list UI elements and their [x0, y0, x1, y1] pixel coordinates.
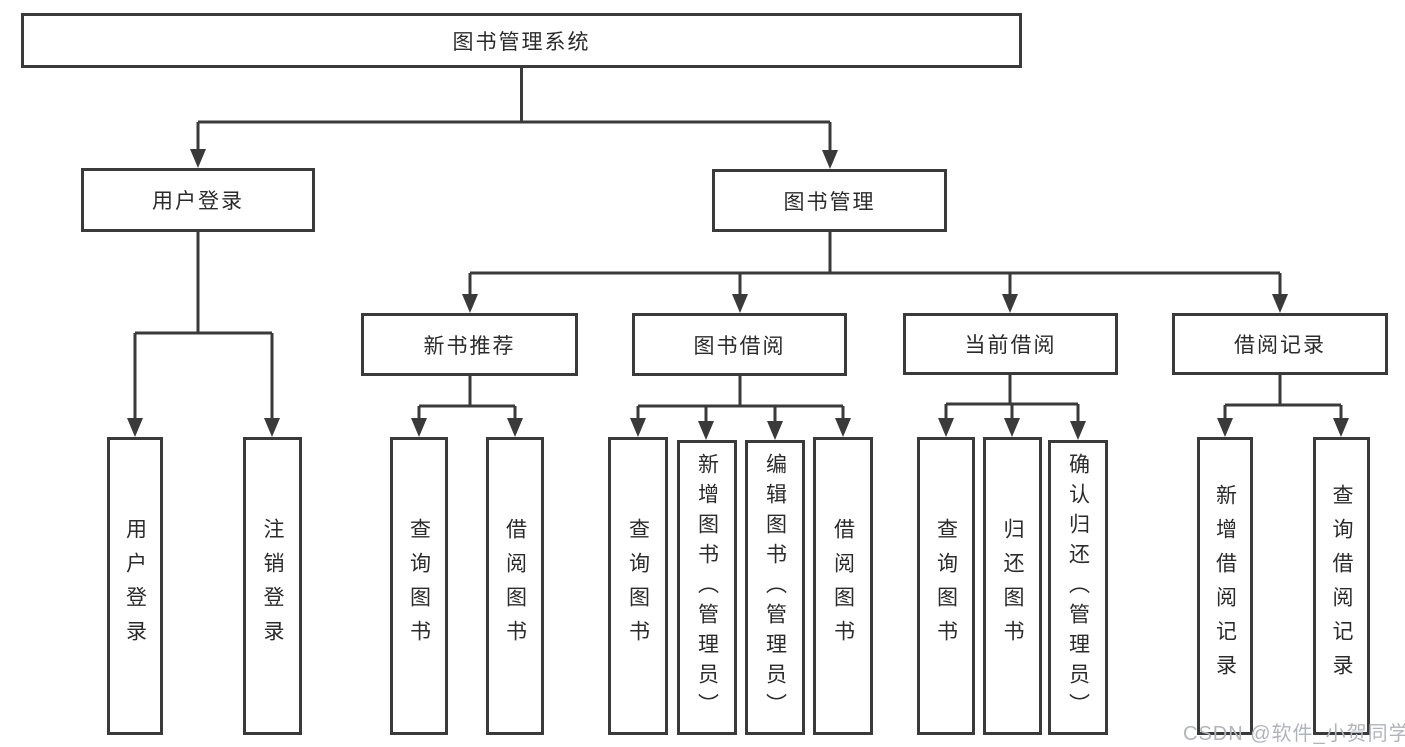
- node-current-borrowing: 当前借阅: [903, 313, 1118, 375]
- node-new-book-recommendation: 新书推荐: [361, 313, 578, 376]
- node-book-borrowing: 图书借阅: [632, 313, 847, 376]
- csdn-watermark: CSDN @软件_小贺同学: [1183, 723, 1405, 745]
- leaf-return-books: 归还图书: [983, 437, 1042, 735]
- leaf-add-books-admin: 新增图书（管理员）: [677, 440, 737, 735]
- leaf-edit-books-admin: 编辑图书（管理员）: [745, 440, 805, 735]
- leaf-query-books-recommend: 查询图书: [390, 437, 448, 735]
- leaf-confirm-return-admin: 确认归还（管理员）: [1048, 440, 1108, 735]
- leaf-query-borrow-record: 查询借阅记录: [1313, 437, 1370, 735]
- leaf-user-login: 用户登录: [107, 437, 163, 735]
- leaf-query-books-current: 查询图书: [917, 437, 975, 735]
- leaf-borrow-books: 借阅图书: [813, 437, 873, 735]
- node-borrowing-records: 借阅记录: [1172, 313, 1388, 375]
- arrowheads: [127, 149, 1349, 440]
- leaf-query-books-borrow: 查询图书: [608, 437, 668, 735]
- node-library-system: 图书管理系统: [21, 13, 1022, 68]
- leaf-borrow-books-recommend: 借阅图书: [486, 437, 544, 735]
- node-user-login: 用户登录: [81, 168, 315, 232]
- leaf-logout: 注销登录: [243, 437, 302, 735]
- leaf-add-borrow-record: 新增借阅记录: [1197, 437, 1253, 735]
- node-book-management: 图书管理: [712, 169, 947, 232]
